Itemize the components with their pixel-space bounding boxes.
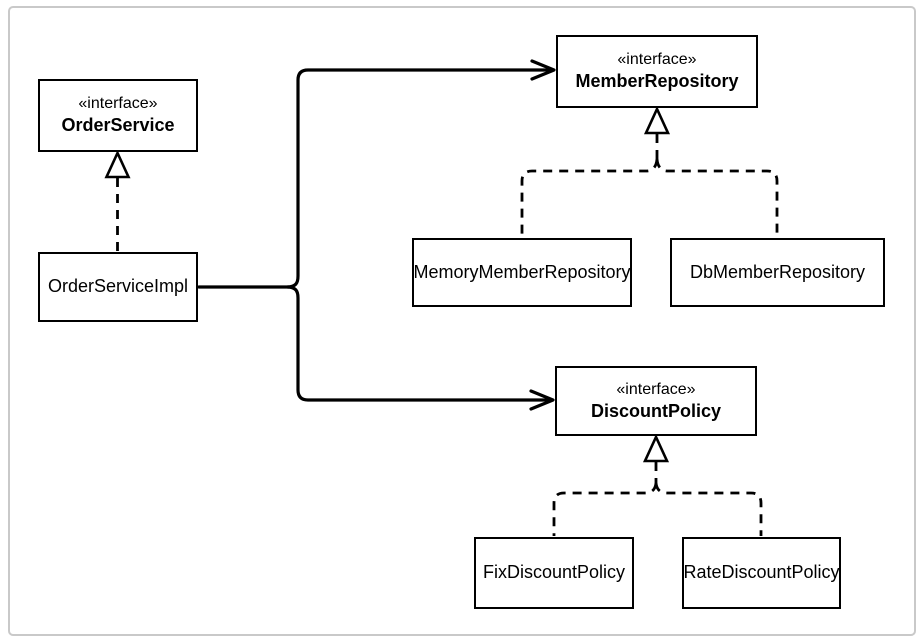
triangle-icon-discountpolicy	[642, 433, 670, 463]
realization-triangle-icons	[104, 105, 671, 463]
stereotype-label: «interface»	[78, 95, 158, 113]
class-name: OrderServiceImpl	[47, 276, 189, 297]
stereotype-label: «interface»	[617, 51, 697, 69]
realization-edge-memberrepository	[520, 134, 779, 237]
class-name: RateDiscountPolicy	[683, 562, 840, 583]
class-name: DbMemberRepository	[689, 261, 866, 282]
stereotype-label: «interface»	[616, 380, 696, 398]
node-memory-member-repository: MemoryMemberRepository	[412, 238, 632, 307]
node-order-service-interface: «interface» OrderService	[38, 79, 198, 152]
interface-name: DiscountPolicy	[590, 400, 722, 421]
dependency-to-memberrepository	[286, 68, 551, 289]
open-arrowhead-discountpolicy	[529, 389, 555, 411]
triangle-icon-memberrepo	[643, 105, 671, 135]
open-arrowhead-memberrepository	[530, 59, 556, 81]
interface-name: MemberRepository	[575, 71, 739, 92]
interface-name: OrderService	[61, 115, 175, 136]
node-fix-discount-policy: FixDiscountPolicy	[474, 537, 634, 609]
realization-edge-discountpolicy	[552, 462, 763, 536]
dependency-to-discountpolicy	[286, 285, 550, 402]
node-discount-policy-interface: «interface» DiscountPolicy	[555, 366, 757, 436]
node-order-service-impl: OrderServiceImpl	[38, 252, 198, 322]
dependency-edges	[197, 59, 556, 411]
node-member-repository-interface: «interface» MemberRepository	[556, 35, 758, 108]
node-db-member-repository: DbMemberRepository	[670, 238, 885, 307]
triangle-icon-orderservice	[104, 149, 131, 179]
node-rate-discount-policy: RateDiscountPolicy	[682, 537, 841, 609]
class-name: MemoryMemberRepository	[413, 261, 631, 282]
class-name: FixDiscountPolicy	[482, 562, 626, 583]
